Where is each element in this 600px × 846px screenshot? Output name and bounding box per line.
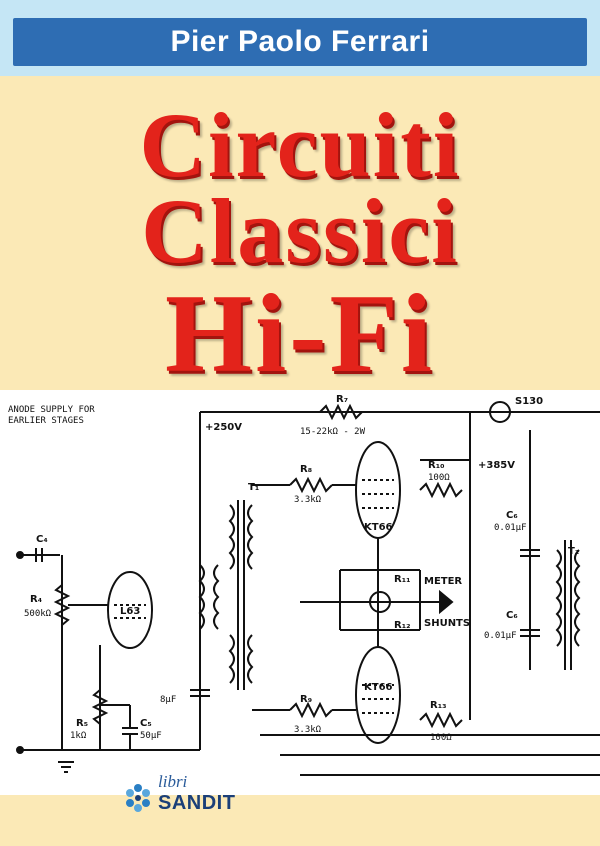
label-c4: C₄ <box>36 534 48 545</box>
label-r8-value: 3.3kΩ <box>294 495 322 505</box>
label-cap-8uf: 8μF <box>160 695 176 705</box>
label-c6-value: 0.01μF <box>494 523 527 533</box>
label-r8: R₈ <box>300 464 312 475</box>
author-banner: Pier Paolo Ferrari <box>13 18 587 66</box>
amplifier-schematic: ANODE SUPPLY FOR EARLIER STAGES R₇ 15-22… <box>0 390 600 795</box>
label-r12: R₁₂ <box>394 620 410 631</box>
title-line-3: Hi-Fi <box>164 272 436 396</box>
schematic-caption-line-1: ANODE SUPPLY FOR <box>8 405 95 415</box>
label-c6b: C₆ <box>506 610 518 621</box>
label-kt66-top: KT66 <box>364 522 393 533</box>
bottom-band <box>0 795 600 846</box>
author-name: Pier Paolo Ferrari <box>170 25 430 58</box>
label-r5: R₅ <box>76 718 88 729</box>
label-r9: R₉ <box>300 694 312 705</box>
label-t1: T₁ <box>248 482 259 493</box>
schematic-drawing: ANODE SUPPLY FOR EARLIER STAGES R₇ 15-22… <box>8 394 600 776</box>
label-c5-value: 50μF <box>140 731 162 741</box>
label-supply-385: +385V <box>478 460 515 471</box>
publisher-series: libri <box>158 772 188 791</box>
label-c5: C₅ <box>140 718 152 729</box>
label-supply-250: +250V <box>205 422 242 433</box>
schematic-caption-line-2: EARLIER STAGES <box>8 416 84 426</box>
label-r7: R₇ <box>336 394 348 405</box>
label-c6b-value: 0.01μF <box>484 631 517 641</box>
label-r7-value: 15-22kΩ - 2W <box>300 427 366 437</box>
label-r11: R₁₁ <box>394 574 410 585</box>
label-r9-value: 3.3kΩ <box>294 725 322 735</box>
publisher-emblem-icon <box>126 784 150 812</box>
label-r4-value: 500kΩ <box>24 609 52 619</box>
publisher-name: SANDIT <box>158 792 236 814</box>
label-r4: R₄ <box>30 594 42 605</box>
label-l63: L63 <box>120 606 140 617</box>
label-shunts: SHUNTS <box>424 618 470 629</box>
label-r13: R₁₃ <box>430 700 446 711</box>
label-meter: METER <box>424 576 462 587</box>
label-r10: R₁₀ <box>428 460 444 471</box>
title-line-1: Circuiti <box>139 94 461 196</box>
label-c6: C₆ <box>506 510 518 521</box>
title-line-2: Classici <box>141 180 459 282</box>
publisher-logo: libri SANDIT <box>120 772 260 820</box>
label-r13-value: 100Ω <box>430 733 452 743</box>
label-t2: T₂ <box>568 546 579 557</box>
label-r5-value: 1kΩ <box>70 731 87 741</box>
label-s130: S130 <box>515 396 543 407</box>
label-kt66-bottom: KT66 <box>364 682 393 693</box>
label-r10-value: 100Ω <box>428 473 450 483</box>
